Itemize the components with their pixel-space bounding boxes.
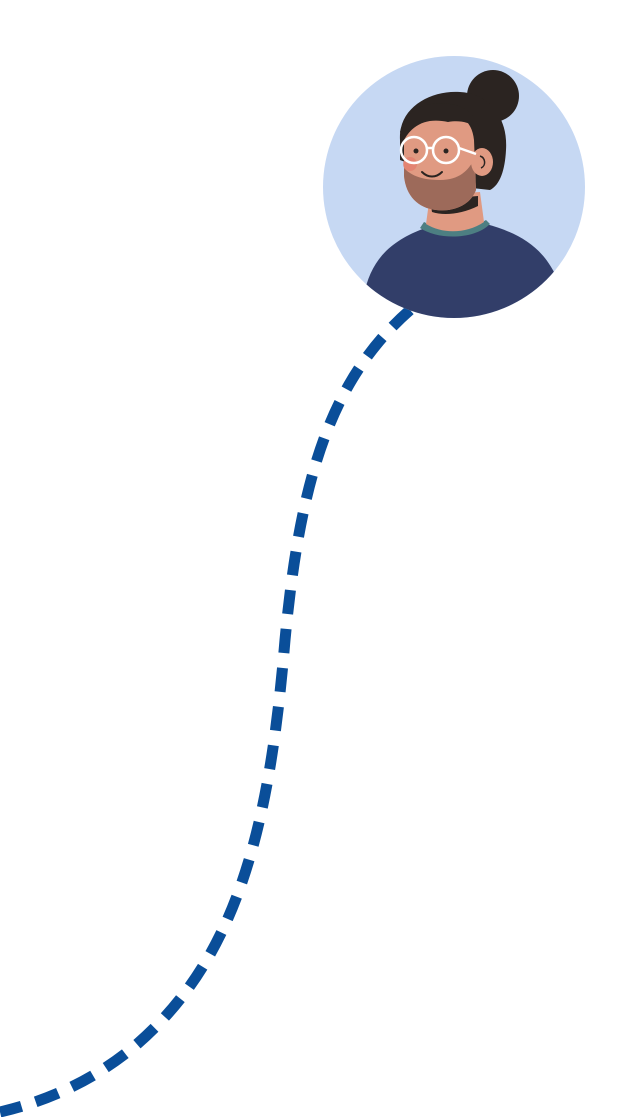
glasses-icon <box>399 135 477 165</box>
dashed-path-line <box>0 305 414 1117</box>
avatar-hair-fringe <box>400 103 480 140</box>
avatar-smile <box>421 171 443 178</box>
avatar-ear <box>471 148 493 176</box>
avatar <box>323 56 585 318</box>
avatar-beard <box>404 160 476 211</box>
avatar-eye-right <box>443 148 449 154</box>
avatar-eye-left <box>413 148 419 154</box>
